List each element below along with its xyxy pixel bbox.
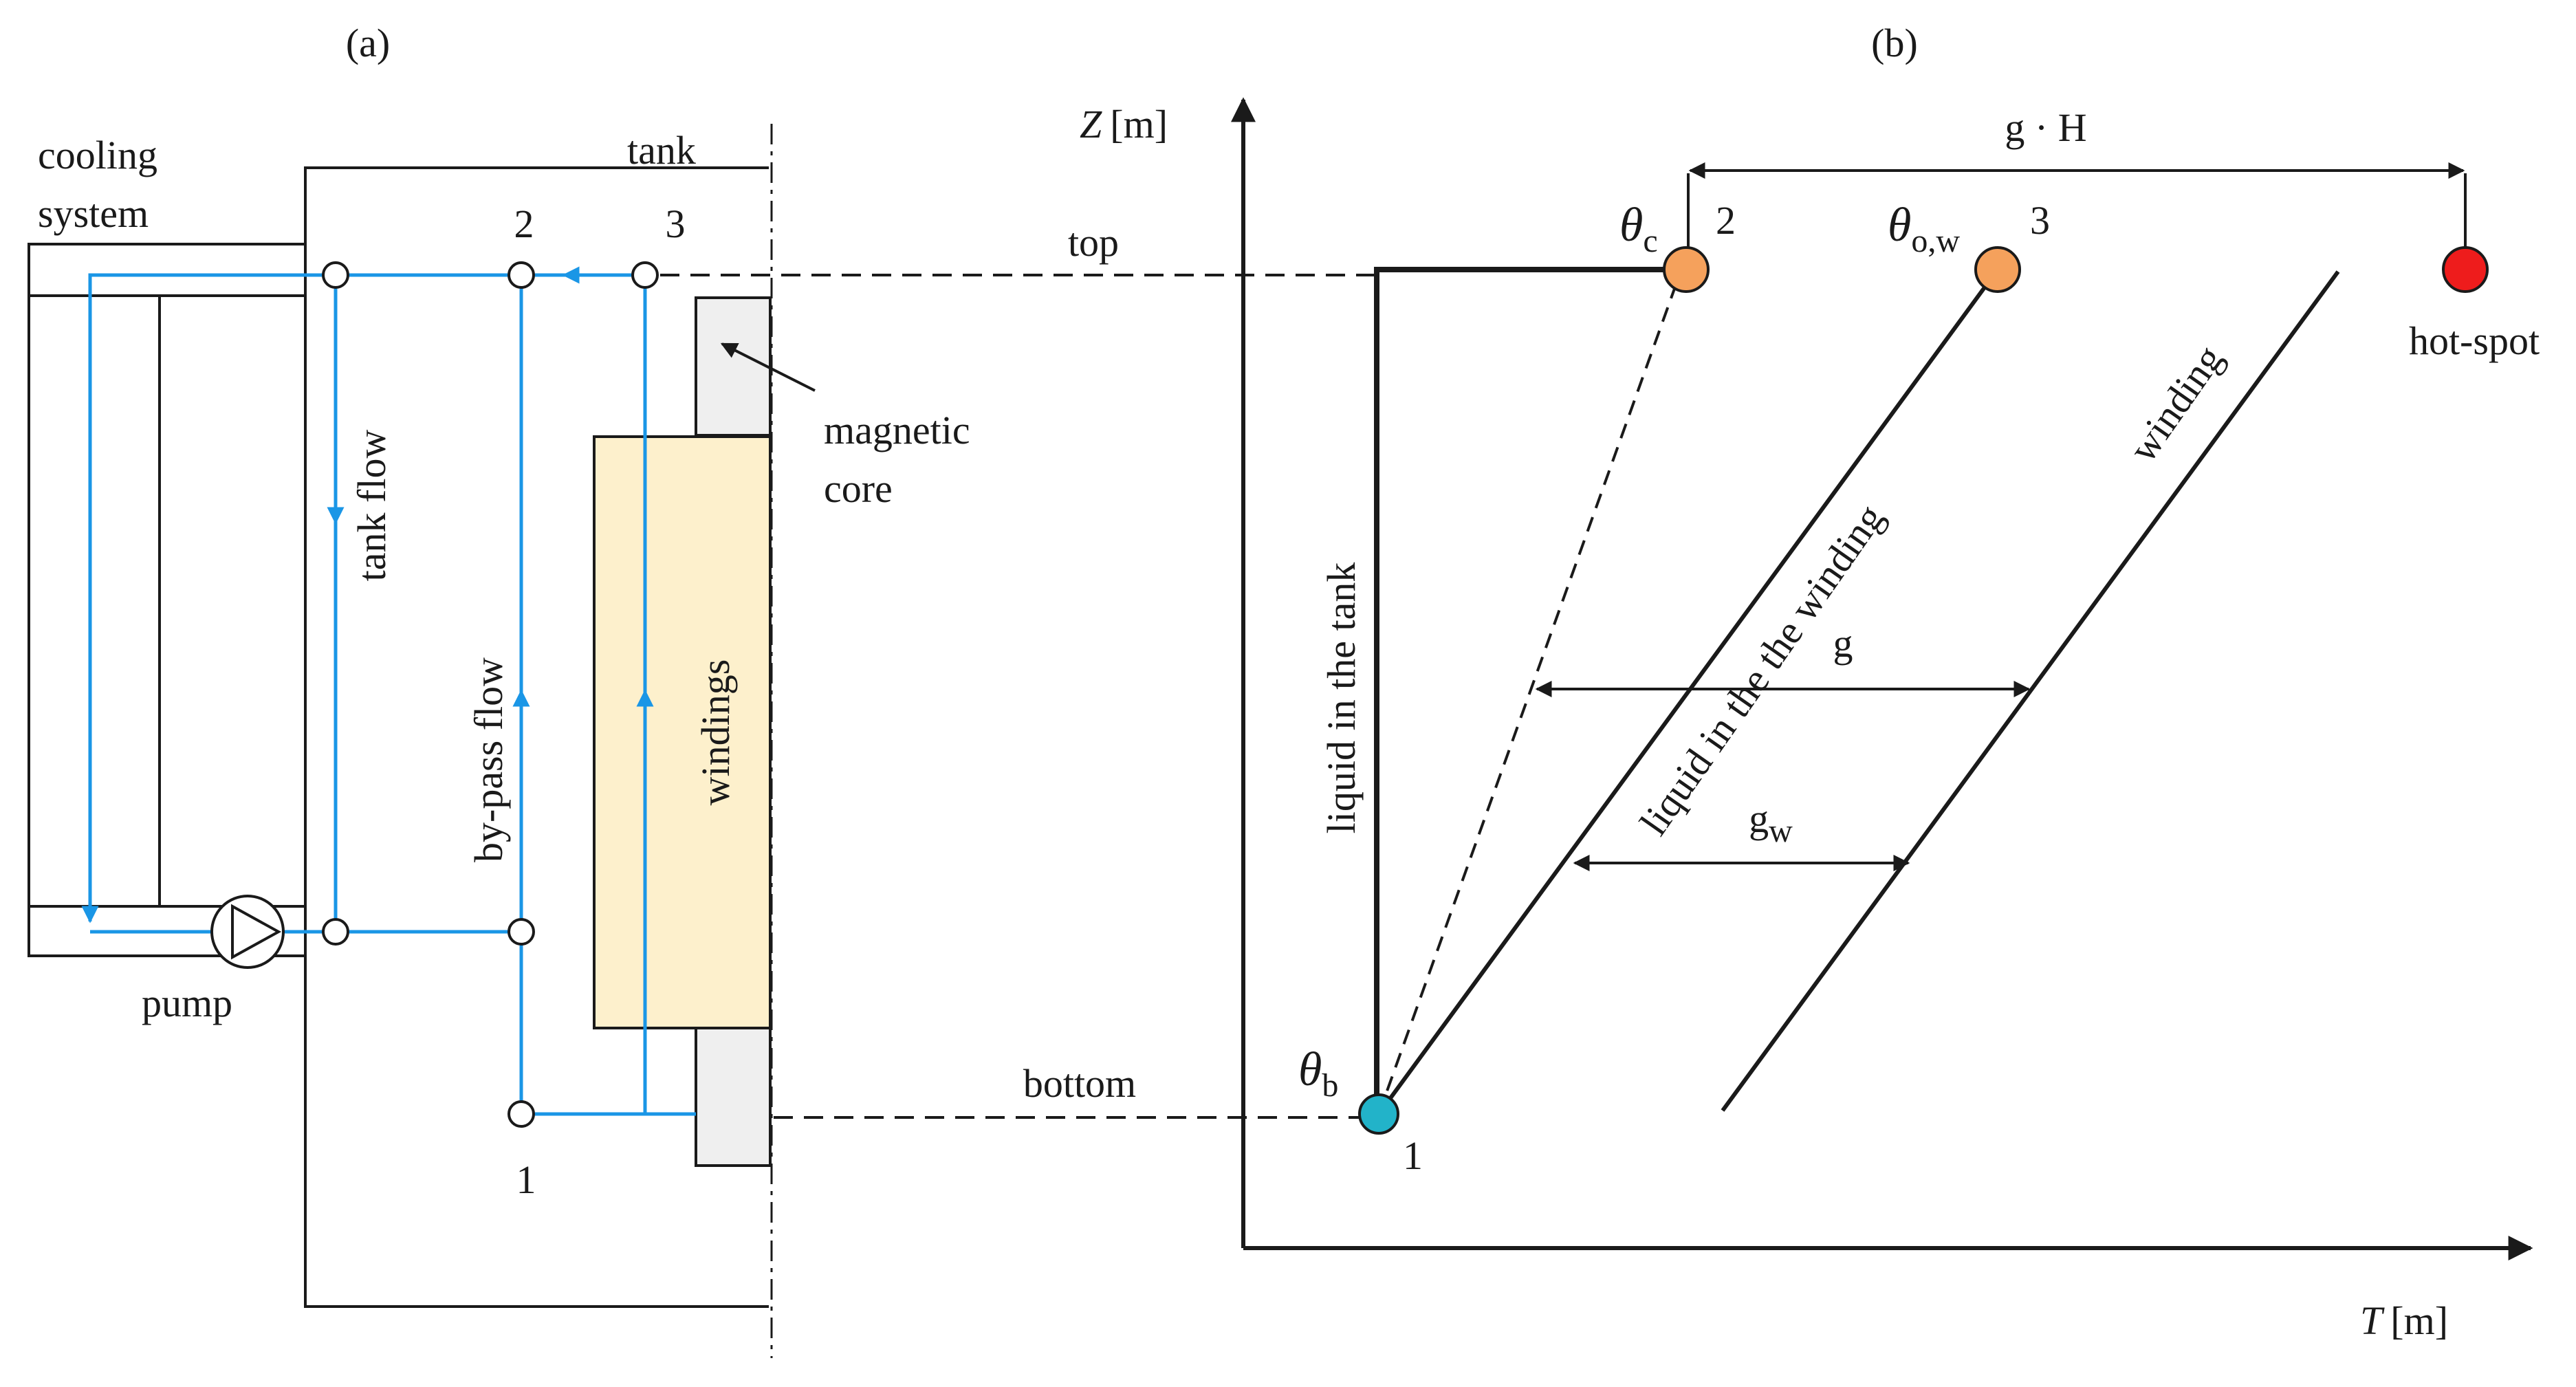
pump xyxy=(210,895,285,969)
winding-label: winding xyxy=(2120,337,2231,470)
t-axis-symbol: T xyxy=(2360,1298,2385,1343)
winding-line xyxy=(1721,270,2340,1112)
theta-b-index: 1 xyxy=(1403,1133,1423,1178)
magnetic-core-upper xyxy=(695,296,772,437)
z-axis-label: Z[m] xyxy=(1080,102,1168,146)
theta-ow-point xyxy=(1974,246,2021,293)
node-3-label: 3 xyxy=(666,201,686,246)
theta-c-point xyxy=(1663,246,1710,293)
panel-b-caption: (b) xyxy=(1871,21,1918,65)
theta-c-sub: c xyxy=(1643,223,1657,259)
theta-c-index: 2 xyxy=(1716,198,1736,243)
node-1 xyxy=(507,1100,535,1128)
top-label: top xyxy=(1068,220,1119,265)
tank-gradient-dashed xyxy=(1377,269,1683,1115)
tank-outline xyxy=(304,166,769,1308)
panel-a: (a) cooling system tank magnetic core wi… xyxy=(28,21,1136,1358)
t-axis-label: T[m] xyxy=(2360,1298,2448,1343)
t-axis-unit: [m] xyxy=(2390,1298,2448,1343)
gw-sub: w xyxy=(1769,813,1793,849)
z-axis-symbol: Z xyxy=(1080,102,1102,146)
theta-ow-label: θo,w xyxy=(1888,199,1960,259)
theta-b-symbol: θ xyxy=(1298,1043,1322,1096)
tank-liquid-line xyxy=(1374,267,1681,1117)
flow-nodes xyxy=(322,261,659,1128)
theta-c-label: θc xyxy=(1619,199,1658,259)
windings-label: windings xyxy=(693,659,738,806)
panel-a-caption: (a) xyxy=(346,21,390,65)
g-label: g xyxy=(1833,621,1853,666)
cooling-label-line2: system xyxy=(38,191,149,236)
node-bypass-mid xyxy=(507,918,535,946)
theta-ow-sub: o,w xyxy=(1911,223,1960,259)
hot-spot-point xyxy=(2442,246,2489,293)
tank-liquid-label: liquid in the tank xyxy=(1319,563,1364,834)
bottom-label: bottom xyxy=(1023,1061,1136,1106)
theta-ow-index: 3 xyxy=(2030,198,2050,243)
z-axis-unit: [m] xyxy=(1110,102,1168,146)
winding-liquid-label: liquid in the the winding xyxy=(1631,496,1892,843)
node-3 xyxy=(631,261,659,289)
node-bottom-left xyxy=(322,918,349,946)
theta-c-symbol: θ xyxy=(1619,199,1643,252)
magnetic-label-line1: magnetic xyxy=(824,408,970,452)
gw-base: g xyxy=(1749,796,1769,841)
cooling-system xyxy=(28,243,307,957)
winding-liquid-line xyxy=(1377,268,2000,1115)
theta-b-label: θb xyxy=(1298,1043,1338,1104)
magnetic-core-lower xyxy=(695,1027,772,1167)
node-2 xyxy=(507,261,535,289)
theta-b-sub: b xyxy=(1322,1067,1338,1104)
tank-flow-label: tank flow xyxy=(349,430,394,582)
windings-block xyxy=(593,435,772,1029)
flow-paths xyxy=(81,266,696,1116)
node-top-left xyxy=(322,261,349,289)
panel-b: (b) Z[m] T[m] liquid in the tank liquid … xyxy=(1080,21,2540,1343)
node-1-label: 1 xyxy=(516,1157,536,1202)
hot-spot-label: hot-spot xyxy=(2409,318,2540,363)
pump-label: pump xyxy=(142,981,232,1025)
bypass-flow-label: by-pass flow xyxy=(466,657,511,862)
tank-label: tank xyxy=(627,128,696,173)
gw-label: gw xyxy=(1749,796,1793,849)
theta-b-point xyxy=(1358,1093,1399,1135)
theta-ow-symbol: θ xyxy=(1888,199,1911,252)
gH-label: g · H xyxy=(2005,105,2086,150)
magnetic-core-pointer xyxy=(720,342,816,392)
node-2-label: 2 xyxy=(514,201,534,246)
magnetic-label-line2: core xyxy=(824,466,893,511)
cooling-label-line1: cooling xyxy=(38,133,157,177)
